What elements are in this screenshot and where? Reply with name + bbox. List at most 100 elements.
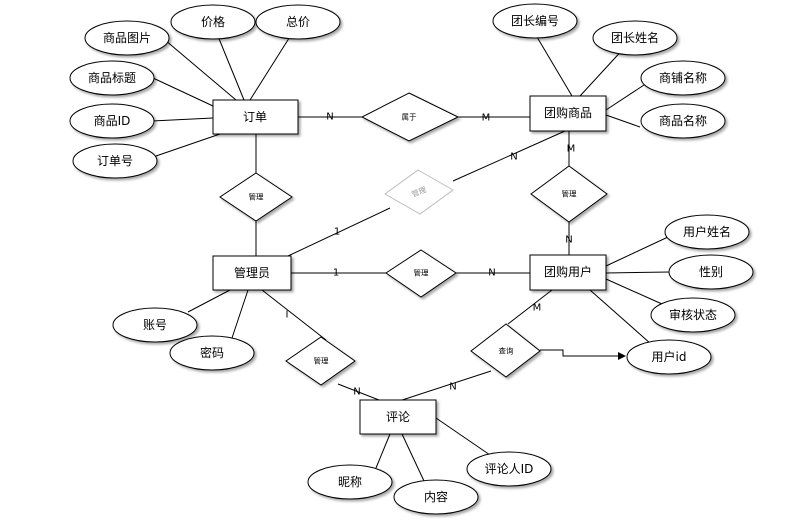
attr-user-id: 用户id [626,339,712,375]
edge-order-title [152,77,214,107]
entity-order: 订单 [212,99,299,135]
rel-order-manage: 管理 [219,172,293,222]
edge-admin-password [231,289,249,339]
rel-admin-product-manage: 管理 [384,169,454,215]
edge-admin-faded-manage [287,207,391,257]
entity-label: 评论 [386,410,410,424]
rel-user-query: 查询 [470,323,541,378]
edge-product-leaderid [536,36,573,97]
card-admin-product: 1 [334,227,340,238]
rel-admin-comment-manage: 管理 [285,336,356,386]
attributes: 商品图片 价格 总价 商品标题 商品ID 订单号 团长编号 团长姓名 [69,3,754,515]
edge-query-userid [540,349,626,360]
card-query-user: M [533,303,542,314]
rel-label: 属于 [402,113,417,122]
attr-label: 审核状态 [669,307,717,322]
attr-gender: 性别 [668,254,754,290]
relationships: 属于 管理 管理 管理 管理 管理 查询 [219,92,608,386]
attr-password: 密码 [169,335,255,371]
edge-query-comment [395,370,492,403]
edge-product-leadername [579,45,627,97]
attr-label: 商铺名称 [659,70,707,85]
attr-label: 团长姓名 [611,30,659,45]
edge-user-gender [605,271,671,274]
attr-shop-name: 商铺名称 [640,60,726,96]
attr-label: 用户姓名 [683,224,731,239]
rel-label: 管理 [314,356,329,366]
attr-label: 商品图片 [103,30,151,45]
attr-label: 团长编号 [511,13,559,28]
edge-user-username [605,236,669,267]
rel-label: 管理 [562,189,577,199]
edge-user-query [507,289,553,325]
attr-content: 内容 [393,479,479,515]
cardinalities: N M M N 1 N 1 N I N M N [286,112,576,398]
edge-user-review [605,278,663,305]
edge-order-productid [151,117,214,122]
rel-label: 查询 [499,346,514,356]
attr-order-total: 总价 [255,4,341,40]
card-admin-comment-top: I [286,310,289,321]
rel-label: 管理 [249,192,264,202]
entity-label: 团购商品 [544,105,592,120]
attr-label: 总价 [286,15,310,29]
rel-order-belongs: 属于 [360,92,460,142]
attr-product-name: 商品名称 [640,103,726,139]
attr-label: 用户id [652,349,687,364]
card-product-user-bottom: N [565,235,572,246]
card-admin-product-far: N [510,152,517,163]
rel-label: 管理 [414,268,429,278]
attr-label: 订单号 [97,154,133,168]
attr-label: 账号 [143,318,167,332]
entity-label: 管理员 [234,265,270,280]
attr-label: 价格 [201,14,225,29]
card-admin-user-right: N [488,268,495,279]
entities: 订单 团购商品 管理员 团购用户 评论 [212,95,607,435]
edges [151,23,671,482]
attr-label: 商品名称 [659,113,707,128]
entity-label: 团购用户 [544,264,592,279]
edge-comment-content [401,433,425,482]
edge-comment-commenterid [435,417,491,456]
attr-order-productid: 商品ID [69,103,155,139]
attr-review-status: 审核状态 [650,297,736,333]
card-order-belongs-right: M [482,113,491,124]
entity-group-user: 团购用户 [529,254,607,291]
edge-admin-account [187,289,231,313]
card-query-comment: N [449,382,456,393]
card-admin-comment-bottom: N [353,387,360,398]
card-product-user-top: M [567,144,576,155]
attr-label: 商品标题 [88,70,136,85]
edge-product-shopname [605,84,645,111]
edge-comment-nickname [375,433,391,469]
attr-label: 性别 [699,265,723,279]
attr-order-image: 商品图片 [84,20,170,56]
entity-comment: 评论 [359,399,437,435]
edge-admin-manage3 [261,289,327,341]
attr-order-number: 订单号 [72,143,158,179]
attr-user-name: 用户姓名 [664,214,750,250]
attr-leader-name: 团长姓名 [592,20,678,56]
edge-product-productname [605,114,641,128]
attr-order-title: 商品标题 [69,60,155,96]
attr-commenter-id: 评论人ID [466,451,552,487]
attr-order-price: 价格 [170,4,256,40]
attr-nickname: 昵称 [307,464,393,500]
edge-manage3-comment [337,383,385,403]
attr-leader-id: 团长编号 [492,3,578,39]
edge-order-number [155,133,221,157]
attr-label: 商品ID [94,113,131,128]
entity-group-product: 团购商品 [529,95,607,132]
attr-label: 内容 [424,489,448,504]
card-order-belongs-left: N [326,112,333,123]
rel-product-user-manage: 管理 [530,165,608,223]
rel-admin-user-manage: 管理 [385,249,457,298]
entity-label: 订单 [243,110,267,124]
edge-faded-manage-product [452,130,566,182]
edge-user-userid [589,289,652,345]
edge-order-image [164,39,237,101]
attr-label: 昵称 [338,475,362,489]
card-admin-user-left: 1 [333,268,339,279]
attr-label: 评论人ID [485,462,534,476]
